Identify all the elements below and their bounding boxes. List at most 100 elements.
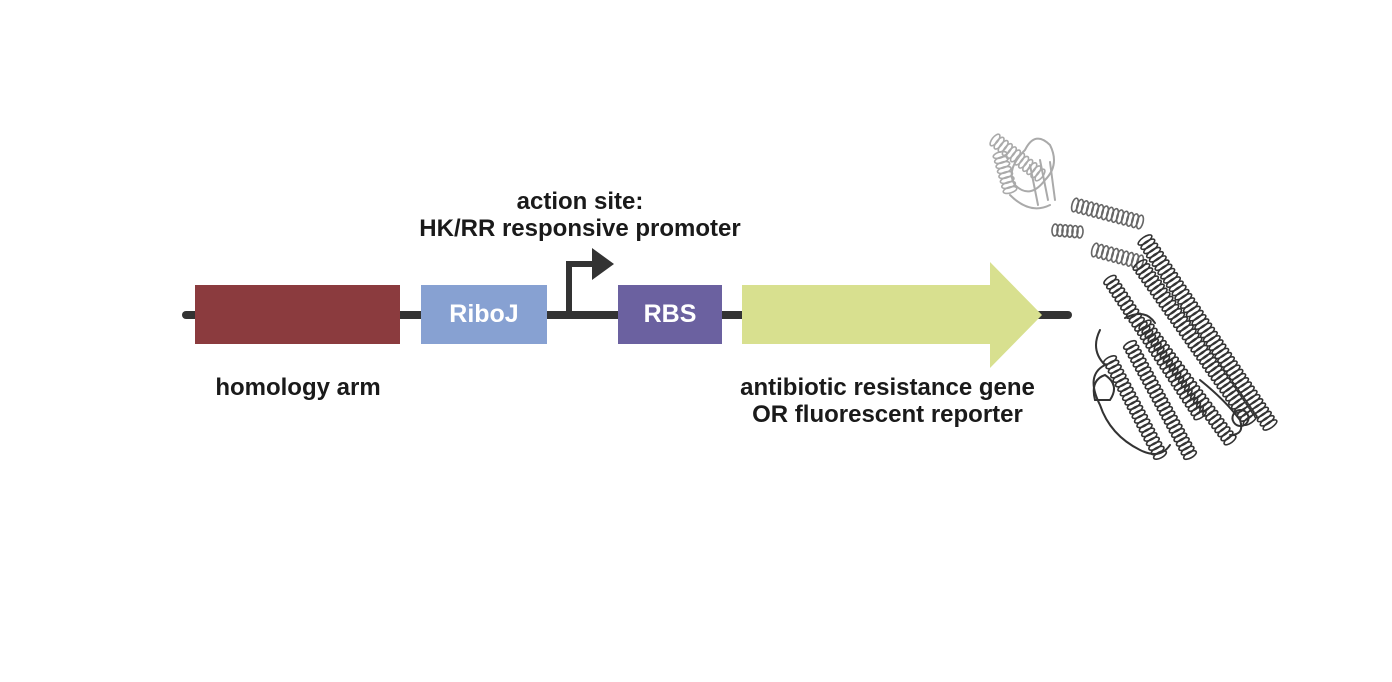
helix-turn	[1090, 202, 1100, 218]
helix-turn	[1168, 360, 1183, 372]
helix-turn	[1056, 223, 1064, 238]
helix-turn	[1154, 397, 1169, 408]
promoter-caption-line1: action site:	[516, 188, 644, 215]
helix-turn	[1171, 284, 1187, 297]
helix-turn	[1192, 393, 1207, 405]
helix-turn	[1189, 389, 1204, 401]
helix-turn	[1137, 234, 1153, 246]
helix-turn	[1177, 292, 1193, 305]
helix-turn	[1158, 295, 1174, 308]
helix-turn	[1001, 142, 1013, 157]
helix-turn	[1105, 246, 1115, 262]
helix-turn	[1207, 365, 1223, 378]
helix-turn	[1080, 200, 1090, 216]
helix-turn	[1105, 359, 1120, 370]
helix-turn	[1127, 348, 1142, 359]
helix-turn	[1109, 368, 1125, 379]
helix-turn	[1140, 238, 1156, 251]
helix-turn	[1213, 373, 1229, 386]
helix-turn	[1220, 430, 1234, 442]
helix-turn	[1262, 419, 1278, 431]
helix-turn	[1120, 250, 1130, 266]
helix-turn	[1138, 422, 1153, 433]
helix-turn	[1131, 409, 1146, 420]
helix-turn	[1174, 368, 1189, 380]
helix-turn	[1107, 364, 1122, 375]
helix-turn	[1225, 389, 1241, 402]
helix-turn	[1147, 331, 1161, 343]
helix-turn	[1115, 209, 1125, 225]
rbs-box	[618, 285, 722, 344]
helix-turn	[1125, 344, 1140, 355]
helix-turn	[1175, 436, 1190, 447]
helix-turn	[1182, 301, 1199, 314]
helix-turn	[1227, 393, 1244, 406]
helix-turn	[1150, 335, 1164, 348]
helix-turn	[1005, 146, 1018, 160]
helix-turn	[1216, 377, 1232, 390]
helix-turn	[1159, 348, 1173, 360]
helix-turn	[1110, 247, 1120, 263]
cds-arrow	[742, 262, 1042, 368]
promoter-arrow-icon	[566, 248, 614, 316]
helix-turn	[1117, 382, 1132, 393]
helix-turn	[1210, 369, 1226, 382]
helix-turn	[1155, 291, 1171, 304]
helix-turn	[1112, 373, 1127, 384]
helix-turn	[1120, 299, 1134, 311]
helix-turn	[1168, 280, 1184, 293]
helix-turn	[1070, 197, 1080, 213]
helix-turn	[1181, 328, 1197, 341]
helix-turn	[1182, 449, 1198, 461]
helix-turn	[993, 155, 1010, 165]
helix-turn	[1177, 372, 1192, 385]
helix-turn	[1162, 352, 1176, 364]
helix-turn	[1144, 275, 1160, 288]
helix-turn	[1186, 385, 1201, 397]
helix-turn	[1100, 205, 1110, 221]
helix-turn	[1125, 251, 1135, 267]
helix-turn	[1126, 400, 1141, 411]
helix-turn	[1149, 388, 1164, 399]
protein-loop	[1029, 159, 1056, 206]
helix-turn	[1134, 361, 1150, 373]
helix-turn	[1061, 224, 1069, 238]
helix-turn	[1242, 389, 1258, 402]
helix-turn	[1138, 319, 1152, 331]
protein-loop	[1231, 409, 1250, 427]
helix-turn	[1233, 377, 1250, 389]
helix-turn	[1160, 267, 1176, 280]
helix-turn	[1130, 353, 1145, 364]
helix-turn	[992, 150, 1008, 160]
helix-turn	[1111, 287, 1126, 299]
helix-turn	[1163, 414, 1178, 425]
helix-turn	[1168, 423, 1183, 434]
helix-turn	[1071, 224, 1079, 239]
helix-turn	[1002, 185, 1018, 195]
helix-turn	[1236, 381, 1253, 394]
protein-loop	[1092, 373, 1115, 401]
helix-turn	[1170, 311, 1186, 325]
helix-turn	[1141, 323, 1155, 335]
helix-turn	[1175, 320, 1191, 333]
helix-turn	[1085, 201, 1095, 217]
helix-turn	[1135, 214, 1145, 230]
helix-turn	[1178, 324, 1194, 337]
helix-turn	[1144, 379, 1159, 390]
helix-turn	[1222, 385, 1238, 398]
helix-turn	[1156, 344, 1170, 356]
helix-turn	[1132, 258, 1148, 272]
helix-turn	[1137, 366, 1152, 377]
helix-turn	[1217, 426, 1231, 438]
helix-turn	[1051, 223, 1059, 237]
helix-turn	[1114, 291, 1129, 303]
helix-turn	[1253, 406, 1270, 419]
helix-turn	[1195, 397, 1210, 409]
helix-turn	[1214, 422, 1228, 434]
helix-turn	[1180, 445, 1195, 456]
cds-caption-line1: antibiotic resistance gene	[740, 374, 1035, 401]
protein-structure-image	[989, 133, 1278, 461]
helix-turn	[1121, 391, 1137, 402]
helix-turn	[1144, 327, 1158, 339]
